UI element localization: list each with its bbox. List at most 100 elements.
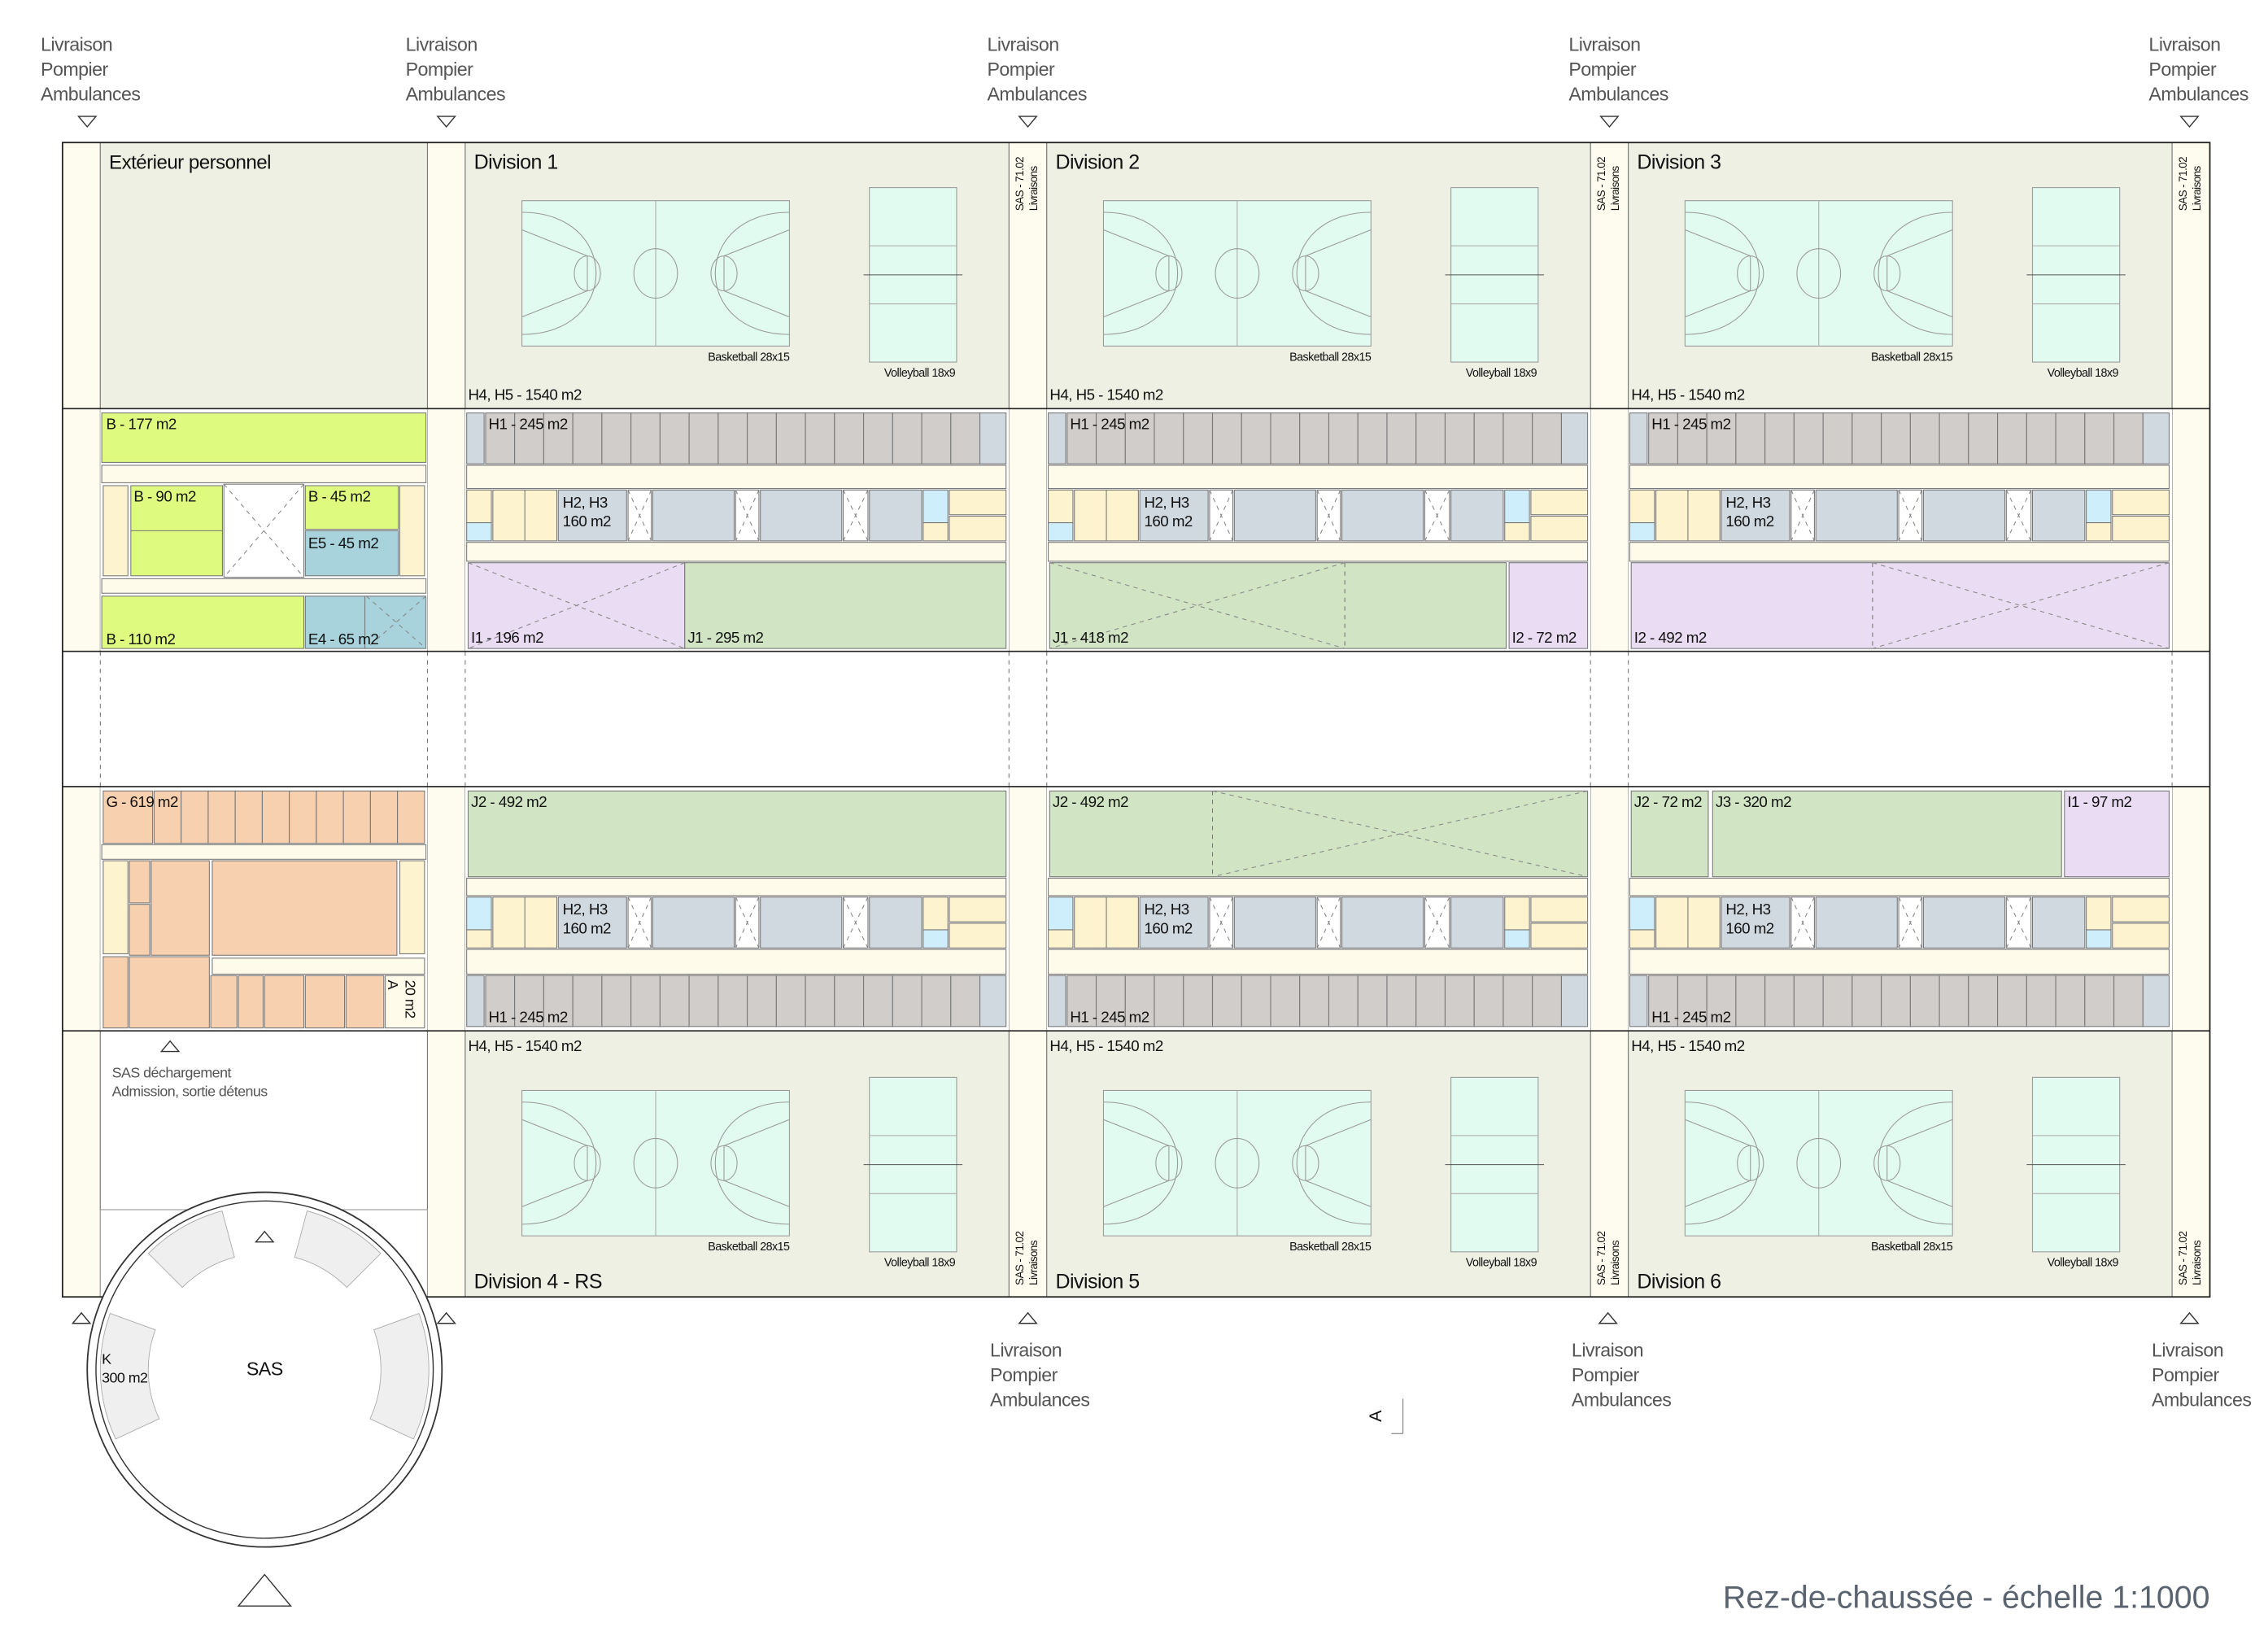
room-g-cell bbox=[238, 975, 264, 1029]
detention-cell bbox=[1822, 412, 1853, 465]
detention-cell bbox=[1764, 412, 1795, 465]
detention-cell bbox=[659, 412, 690, 465]
detention-cell bbox=[1648, 412, 1678, 465]
service-room bbox=[1629, 522, 1655, 542]
stair-cross bbox=[1209, 896, 1234, 949]
room-g-cell bbox=[264, 975, 305, 1029]
room-g-cell bbox=[234, 790, 263, 844]
room-label: I1 - 97 m2 bbox=[2067, 793, 2131, 810]
room-a bbox=[385, 975, 425, 1029]
detention-cell bbox=[921, 975, 952, 1027]
delivery-label: Pompier bbox=[1572, 1364, 1640, 1385]
detention-cell bbox=[1648, 975, 1678, 1027]
service-room bbox=[102, 860, 129, 954]
detention-cell bbox=[1881, 412, 1911, 465]
main-corridor bbox=[62, 651, 2210, 787]
detention-cell bbox=[1211, 975, 1242, 1027]
room-green bbox=[1712, 790, 2062, 878]
waiting-booths bbox=[147, 1210, 235, 1289]
service-room bbox=[399, 860, 425, 954]
key-line bbox=[1886, 1180, 1953, 1207]
service-room bbox=[1530, 896, 1589, 923]
void-cross bbox=[1872, 562, 2170, 649]
void-cross bbox=[223, 483, 304, 578]
room-k-area: 300 m2 bbox=[102, 1370, 148, 1386]
cell-corridor bbox=[466, 465, 1007, 490]
detention-cell bbox=[1735, 412, 1766, 465]
key-line bbox=[521, 1180, 588, 1207]
service-room bbox=[1530, 515, 1589, 542]
key-line bbox=[521, 229, 588, 257]
room-green bbox=[1630, 790, 1709, 878]
detention-cell bbox=[950, 975, 981, 1027]
room-label: I2 - 72 m2 bbox=[1512, 629, 1577, 646]
delivery-label: Livraison bbox=[987, 34, 1058, 55]
room-g-cell bbox=[316, 790, 344, 844]
detention-cell bbox=[1822, 975, 1853, 1027]
center-circle bbox=[1796, 248, 1842, 299]
room-g bbox=[150, 860, 210, 956]
detention-cell bbox=[1764, 975, 1795, 1027]
detention-cell bbox=[1299, 975, 1330, 1027]
room-label: I2 - 492 m2 bbox=[1634, 629, 1707, 646]
room-label: B - 90 m2 bbox=[133, 488, 196, 505]
exterior-staff-area bbox=[99, 142, 428, 409]
detention-cell bbox=[747, 975, 777, 1027]
circulation-strip bbox=[1008, 142, 1048, 652]
h2-label: H2, H3 bbox=[1725, 901, 1770, 918]
h2-area-label: 160 m2 bbox=[1145, 513, 1193, 530]
circulation-strip bbox=[62, 786, 101, 1298]
detention-cell bbox=[1997, 412, 2027, 465]
room-a-name: A bbox=[385, 980, 401, 990]
room-g bbox=[129, 904, 150, 956]
center-circle bbox=[1215, 1137, 1260, 1189]
detention-cell bbox=[805, 975, 835, 1027]
waiting-booths bbox=[369, 1312, 430, 1440]
three-point-arc bbox=[1685, 212, 1760, 335]
h2-unit bbox=[1922, 896, 2006, 949]
delivery-label: Pompier bbox=[990, 1364, 1058, 1385]
corridor bbox=[101, 465, 427, 483]
basketball-label: Basketball 28x15 bbox=[708, 1241, 790, 1254]
service-room bbox=[1048, 489, 1074, 524]
delivery-label: Livraison bbox=[2148, 34, 2220, 55]
h1-area-label: H1 - 245 m2 bbox=[1651, 415, 1730, 432]
detention-cell bbox=[543, 975, 574, 1027]
center-circle bbox=[1215, 248, 1260, 299]
center-circle bbox=[633, 248, 678, 299]
service-room bbox=[922, 929, 949, 949]
circulation-strip bbox=[426, 142, 466, 652]
corridor bbox=[101, 578, 427, 594]
detention-cell bbox=[514, 412, 544, 465]
detention-cell bbox=[659, 975, 690, 1027]
sas-unloading-area bbox=[99, 1030, 428, 1210]
room-g bbox=[102, 956, 129, 1029]
delivery-label: Pompier bbox=[1568, 59, 1637, 80]
delivery-label: Ambulances bbox=[1568, 83, 1668, 104]
delivery-label: Livraison bbox=[1572, 1340, 1643, 1361]
key-line bbox=[1103, 1119, 1170, 1146]
void-cross bbox=[1212, 790, 1588, 878]
stair-cross bbox=[1424, 896, 1450, 949]
key-line bbox=[1305, 1119, 1372, 1146]
detention-cell bbox=[1415, 975, 1446, 1027]
stair-cross bbox=[2005, 896, 2032, 949]
detention-cell bbox=[1706, 412, 1737, 465]
key-line bbox=[1886, 290, 1953, 318]
exterior-staff-label: Extérieur personnel bbox=[109, 151, 271, 173]
basketball-label: Basketball 28x15 bbox=[1289, 1241, 1372, 1254]
service-room bbox=[1629, 896, 1655, 931]
service-room bbox=[1629, 929, 1655, 949]
detention-cell bbox=[572, 412, 603, 465]
division-title: Division 5 bbox=[1055, 1271, 1139, 1293]
delivery-label: Livraison bbox=[1568, 34, 1640, 55]
room-g-cell bbox=[210, 975, 238, 1029]
room-g-cell bbox=[207, 790, 236, 844]
detention-cell bbox=[805, 412, 835, 465]
detention-cell bbox=[1793, 412, 1824, 465]
key-line bbox=[1305, 229, 1372, 257]
entrance-arrow-icon bbox=[159, 1040, 181, 1053]
